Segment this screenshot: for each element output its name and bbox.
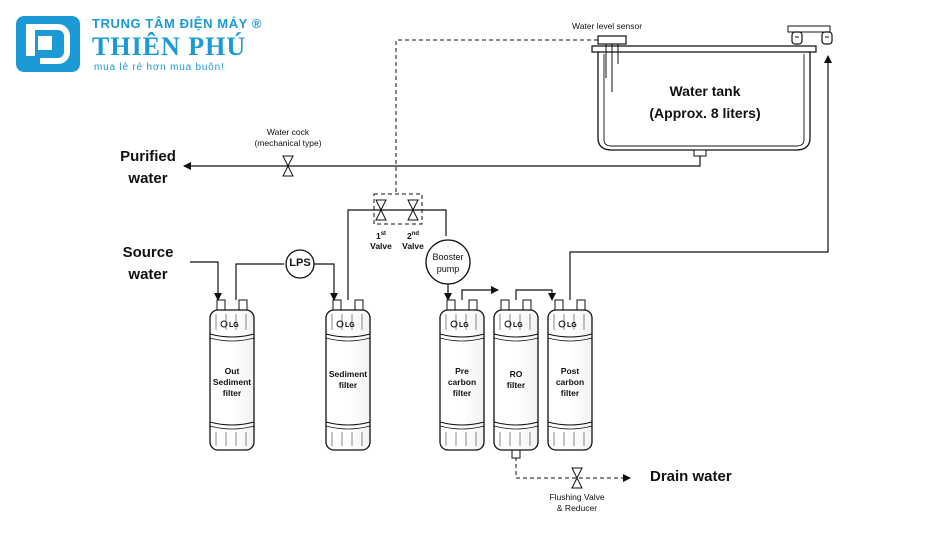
filter-cartridge: LG (209, 299, 255, 451)
brand-top-line: TRUNG TÂM ĐIỆN MÁY ® (92, 16, 263, 31)
lg-logo-icon: LG (504, 320, 523, 329)
water-level-sensor-label: Water level sensor (572, 21, 643, 31)
lps-label: LPS (289, 257, 311, 269)
booster-pump-line2: pump (436, 264, 460, 274)
filter-label-line: Out (224, 365, 240, 376)
first-valve-word: Valve (370, 241, 392, 251)
lg-logo-icon: LG (450, 320, 469, 329)
water-cock-title: Water cock (266, 127, 310, 137)
lg-logo-text: LG (513, 322, 523, 329)
purified-water-label: Purified water (108, 146, 188, 190)
brand-slogan: mua lẻ rẻ hơn mua buôn! (94, 62, 225, 73)
filter-label-line: filter (560, 387, 580, 398)
filter-cartridge: LG (439, 299, 485, 451)
second-valve-label: 2nd Valve (398, 231, 428, 251)
lg-logo-text: LG (345, 322, 355, 329)
second-valve-word: Valve (402, 241, 424, 251)
filter-cartridge: LG (493, 299, 539, 451)
flushing-valve-line2: & Reducer (556, 503, 598, 513)
filter-label-line: filter (506, 380, 526, 390)
second-valve (407, 199, 419, 221)
lg-logo-icon: LG (220, 320, 239, 329)
second-valve-number: 2 (406, 231, 412, 241)
first-valve (375, 199, 387, 221)
brand-name: THIÊN PHÚ (92, 32, 247, 61)
first-valve-number: 1 (375, 231, 381, 241)
booster-pump-label: Booster pump (426, 251, 470, 275)
water-tank-label: Water tank (Approx. 8 liters) (620, 80, 790, 124)
purified-water-line2: water (128, 170, 168, 187)
filter-label-line: Post (560, 365, 580, 376)
brand-logo: TRUNG TÂM ĐIỆN MÁY ® THIÊN PHÚ mua lẻ rẻ… (16, 14, 316, 76)
filter-label-line: RO (509, 369, 523, 379)
filter-label-line: Sediment (328, 369, 368, 379)
second-valve-suffix: nd (411, 231, 420, 238)
water-cock-type: (mechanical type) (254, 138, 322, 148)
filter-label-line: Sediment (212, 376, 252, 387)
water-cock-label: Water cock (mechanical type) (248, 127, 328, 149)
filter-label-line: filter (452, 387, 472, 398)
drain-water-label: Drain water (650, 468, 732, 485)
flushing-valve-label: Flushing Valve & Reducer (537, 492, 617, 514)
filter-label-line: carbon (555, 376, 585, 387)
filter-label-line: filter (338, 380, 358, 390)
lg-logo-icon: LG (558, 320, 577, 329)
source-water-line1: Source (122, 244, 174, 261)
source-water-label: Source water (108, 242, 188, 286)
lg-logo-text: LG (229, 322, 239, 329)
flushing-valve-line1: Flushing Valve (549, 492, 605, 502)
flushing-valve (571, 467, 583, 489)
filter-label-line: Pre (455, 365, 469, 376)
lg-logo-text: LG (567, 322, 577, 329)
tank-inlet-fittings (787, 25, 833, 45)
purified-water-line1: Purified (120, 148, 176, 165)
lg-logo-icon: LG (336, 320, 355, 329)
water-tank (591, 45, 817, 157)
source-water-line2: water (128, 266, 168, 283)
water-tank-capacity: (Approx. 8 liters) (649, 105, 761, 121)
filter-cartridge: LG (325, 299, 371, 451)
water-cock-valve (282, 155, 294, 177)
booster-pump-line1: Booster (432, 252, 464, 262)
filter-label-line: carbon (447, 376, 477, 387)
first-valve-suffix: st (380, 231, 387, 238)
brand-logo-icon (16, 16, 80, 72)
filter-label-line: filter (222, 387, 242, 398)
filter-cartridge: LG (547, 299, 593, 451)
lg-logo-text: LG (459, 322, 469, 329)
water-tank-title: Water tank (669, 83, 741, 99)
first-valve-label: 1st Valve (366, 231, 396, 251)
